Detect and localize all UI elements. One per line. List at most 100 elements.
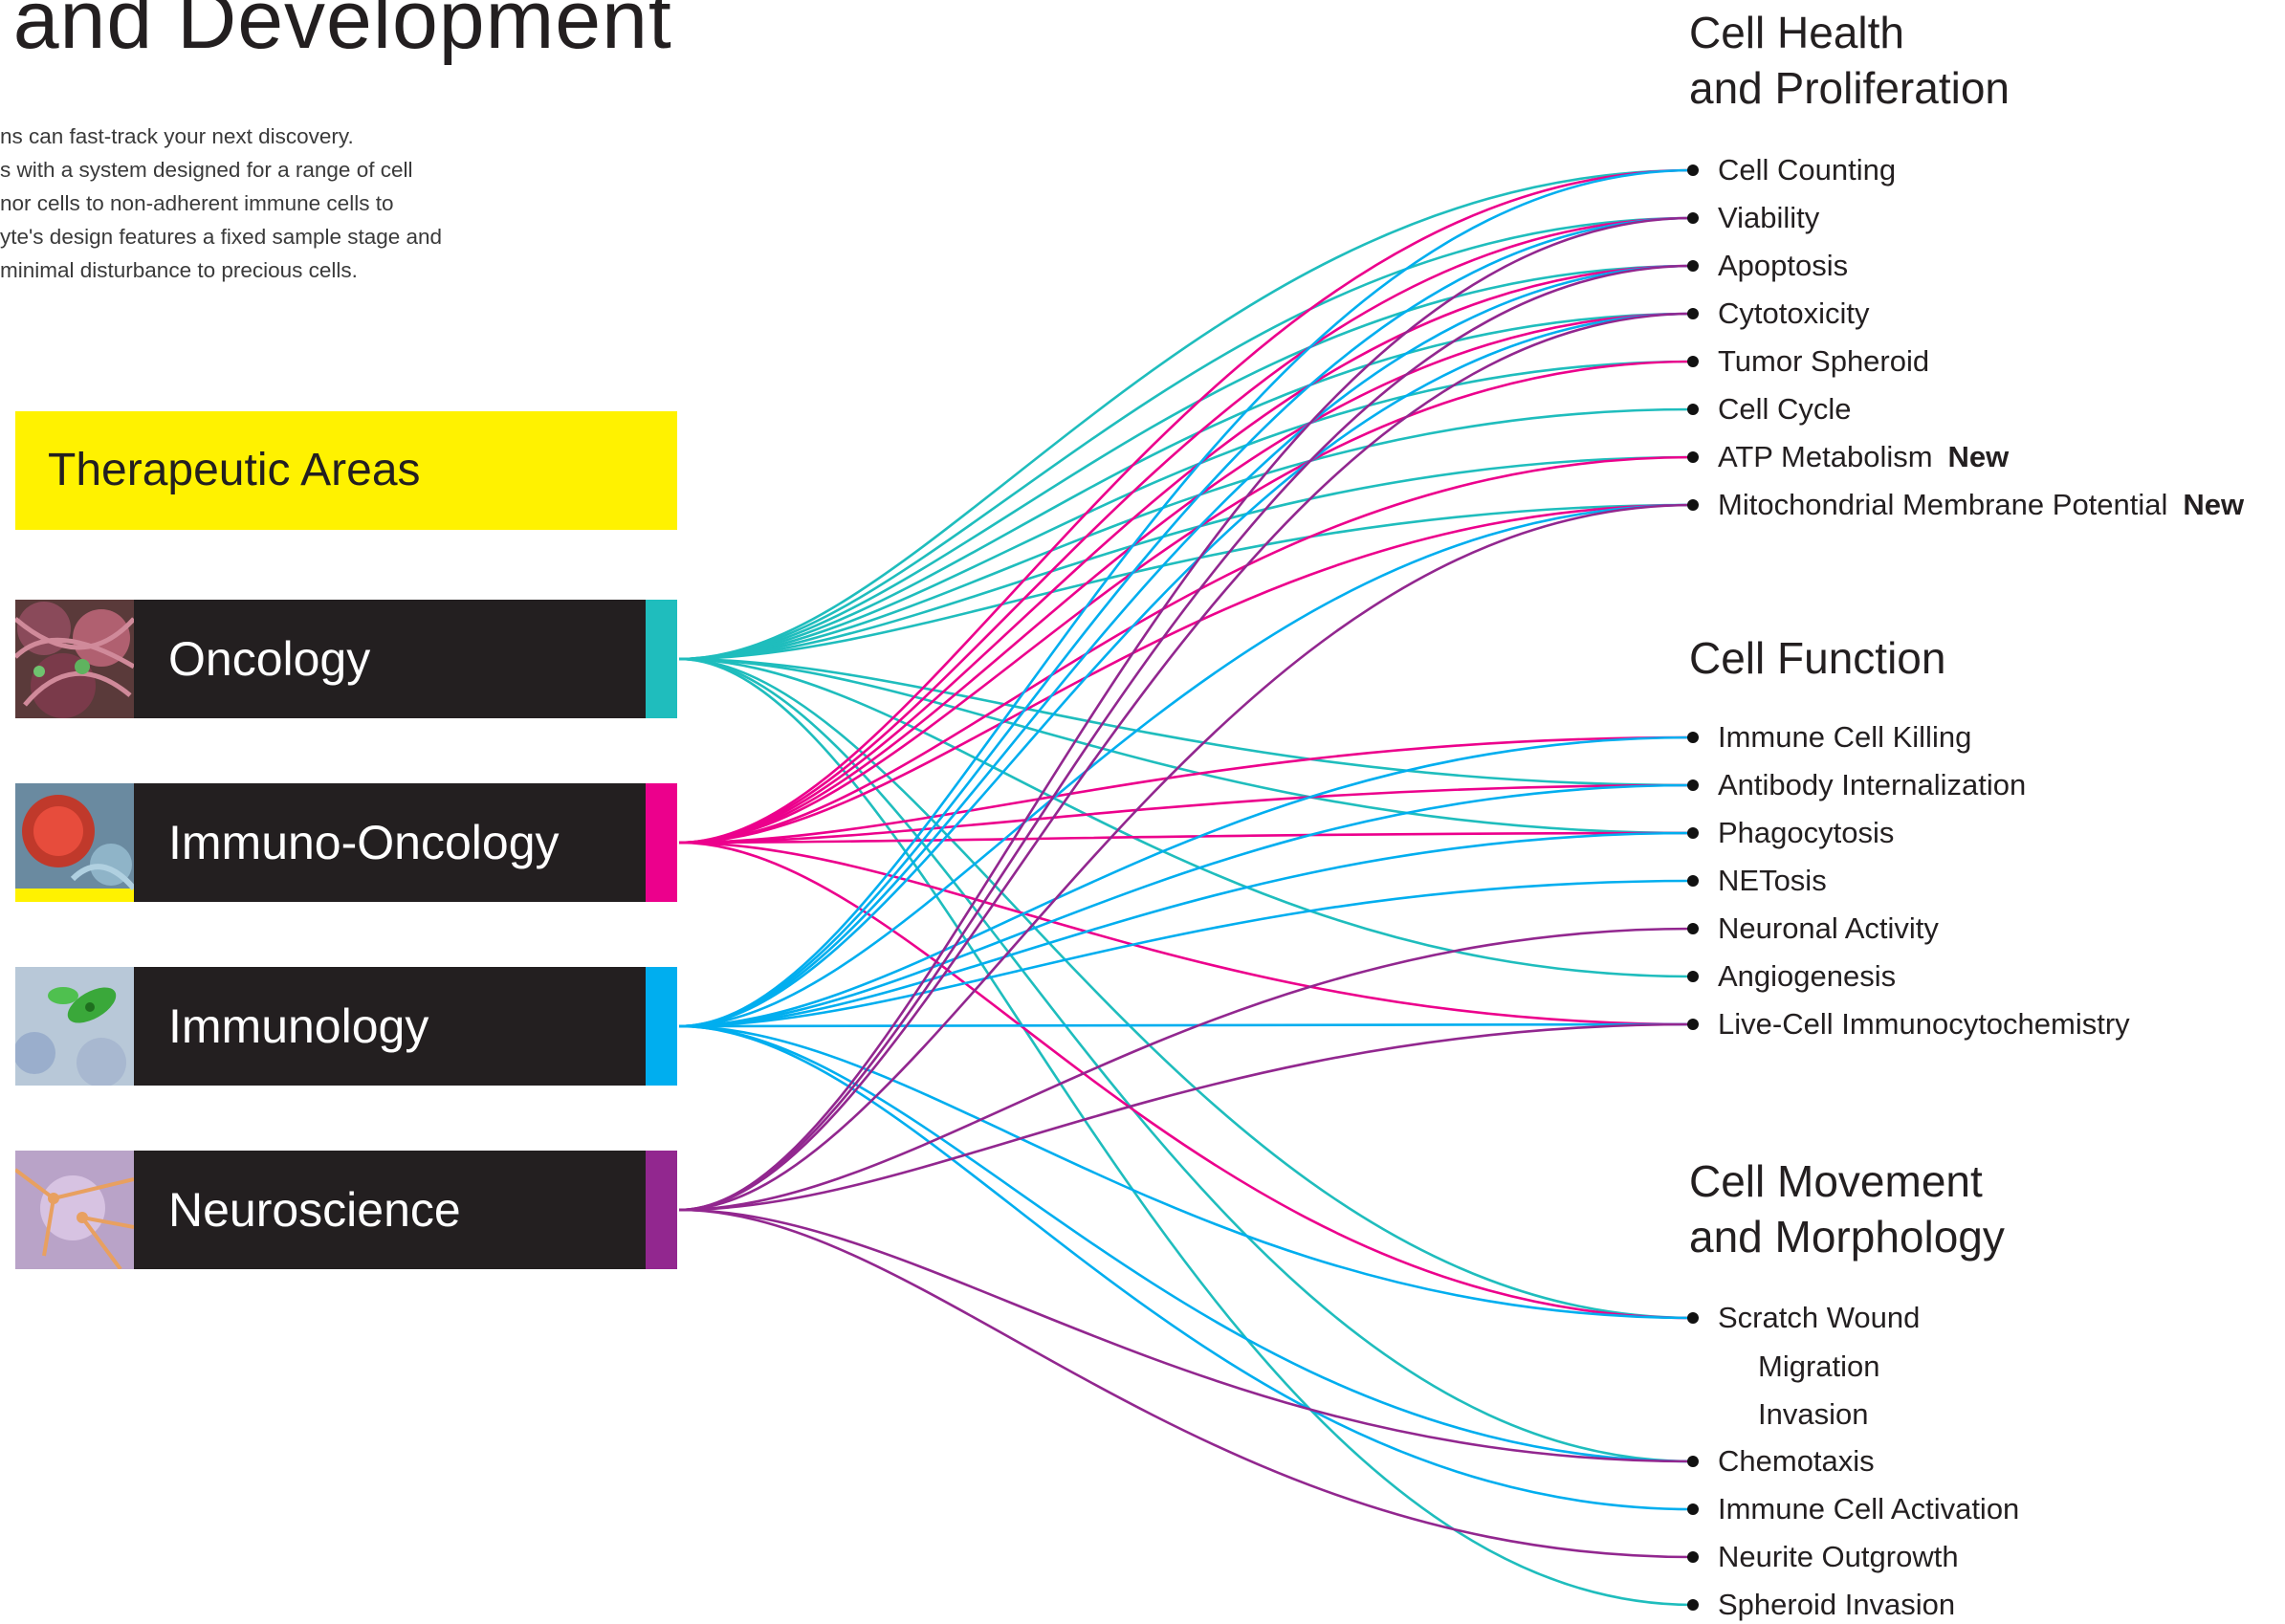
- connection-line: [678, 264, 1694, 845]
- assay-item[interactable]: NETosis: [1718, 862, 1827, 900]
- connection-line: [678, 927, 1694, 1212]
- scratch-wound-subitem[interactable]: Invasion: [1758, 1397, 1869, 1431]
- immune-cell-image: [15, 783, 134, 902]
- group-cell-function-title: Cell Function: [1689, 630, 1945, 686]
- connection-line: [678, 503, 1694, 661]
- intro-line: yte's design features a fixed sample sta…: [0, 225, 443, 249]
- assay-label: Angiogenesis: [1718, 959, 1897, 993]
- area-immunology[interactable]: Immunology: [15, 967, 677, 1086]
- assay-item[interactable]: Cell Cycle: [1718, 390, 1852, 428]
- connection-line: [678, 841, 1694, 1320]
- connection-line: [678, 312, 1694, 1028]
- bullet-dot: [1687, 1551, 1699, 1563]
- area-color-stripe: [646, 967, 677, 1086]
- bullet-dot: [1687, 308, 1699, 319]
- connection-line: [678, 503, 1694, 845]
- page-title: n and Development: [0, 0, 672, 66]
- assay-item[interactable]: Angiogenesis: [1718, 957, 1896, 996]
- connection-line: [678, 264, 1694, 1212]
- connection-line: [678, 216, 1694, 845]
- bullet-dot: [1687, 923, 1699, 934]
- connection-line: [678, 168, 1694, 845]
- area-oncology[interactable]: Oncology: [15, 600, 677, 718]
- area-color-stripe: [646, 1151, 677, 1269]
- connection-line: [678, 1022, 1694, 1212]
- neuron-image: [15, 1151, 134, 1269]
- connection-line: [678, 264, 1694, 1028]
- assay-item[interactable]: Cell Counting: [1718, 151, 1896, 189]
- area-label: Immuno-Oncology: [168, 816, 560, 869]
- connection-line: [678, 657, 1694, 787]
- assay-label: Neuronal Activity: [1718, 911, 1939, 945]
- connection-line: [678, 360, 1694, 661]
- bullet-dot: [1687, 260, 1699, 272]
- area-label: Immunology: [168, 999, 429, 1053]
- connection-line: [678, 503, 1694, 1212]
- bullet-dot: [1687, 404, 1699, 415]
- assay-item[interactable]: Apoptosis: [1718, 247, 1848, 285]
- area-neuroscience[interactable]: Neuroscience: [15, 1151, 677, 1269]
- assay-item[interactable]: Live-Cell Immunocytochemistry: [1718, 1005, 2130, 1043]
- tumor-tissue-image: [15, 600, 134, 718]
- area-label: Neuroscience: [168, 1183, 461, 1237]
- connection-line: [678, 407, 1694, 661]
- bullet-dot: [1687, 165, 1699, 176]
- group-title-line: Cell Health: [1689, 8, 1904, 57]
- connection-line: [678, 831, 1694, 1028]
- connection-line: [678, 264, 1694, 661]
- assay-item[interactable]: Neuronal Activity: [1718, 910, 1939, 948]
- bullet-dot: [1687, 779, 1699, 791]
- group-cell-health-title: Cell Health and Proliferation: [1689, 5, 2010, 116]
- assay-item[interactable]: Viability: [1718, 199, 1819, 237]
- area-immuno-oncology[interactable]: Immuno-Oncology: [15, 783, 677, 902]
- assay-item[interactable]: Neurite Outgrowth: [1718, 1538, 1959, 1576]
- assay-label: Apoptosis: [1718, 249, 1849, 282]
- assay-item[interactable]: Phagocytosis: [1718, 814, 1894, 852]
- group-title-line: Cell Movement: [1689, 1156, 1983, 1206]
- connection-line: [678, 455, 1694, 661]
- bullet-dot: [1687, 1503, 1699, 1515]
- connection-line: [678, 657, 1694, 835]
- area-color-stripe: [646, 600, 677, 718]
- assay-label: Tumor Spheroid: [1718, 344, 1930, 378]
- connection-line: [678, 783, 1694, 1028]
- assay-label: Mitochondrial Membrane Potential: [1718, 488, 2168, 521]
- intro-line: minimal disturbance to precious cells.: [0, 258, 358, 282]
- area-label: Oncology: [168, 632, 371, 686]
- assay-item[interactable]: Antibody Internalization: [1718, 766, 2026, 804]
- connection-line: [678, 1208, 1694, 1463]
- bacteria-image: [15, 967, 134, 1086]
- assay-label: Neurite Outgrowth: [1718, 1540, 1959, 1573]
- assay-label: Phagocytosis: [1718, 816, 1895, 849]
- assay-item[interactable]: Scratch Wound: [1718, 1299, 1920, 1337]
- connection-line: [678, 168, 1694, 661]
- connection-line: [678, 216, 1694, 1212]
- bullet-dot: [1687, 1599, 1699, 1611]
- new-badge: New: [1947, 440, 2010, 473]
- connection-line: [678, 1024, 1694, 1320]
- group-title-line: and Morphology: [1689, 1212, 2005, 1262]
- assay-item[interactable]: Chemotaxis: [1718, 1442, 1875, 1481]
- assay-item[interactable]: Cytotoxicity: [1718, 295, 1869, 333]
- assay-item[interactable]: Immune Cell Activation: [1718, 1490, 2019, 1528]
- connection-line: [678, 657, 1694, 978]
- assay-label: Cell Cycle: [1718, 392, 1852, 426]
- group-cell-movement-title: Cell Movement and Morphology: [1689, 1153, 2005, 1264]
- bullet-dot: [1687, 875, 1699, 887]
- bullet-dot: [1687, 1312, 1699, 1324]
- connection-line: [678, 216, 1694, 1028]
- scratch-wound-subitem[interactable]: Migration: [1758, 1350, 1880, 1383]
- connection-line: [678, 1208, 1694, 1559]
- connection-line: [678, 1024, 1694, 1463]
- connection-line: [678, 1024, 1694, 1511]
- assay-item[interactable]: Immune Cell Killing: [1718, 718, 1971, 757]
- connection-line: [678, 1022, 1694, 1028]
- assay-item[interactable]: Tumor Spheroid: [1718, 342, 1929, 381]
- group-title-line: and Proliferation: [1689, 63, 2010, 113]
- assay-item[interactable]: Spheroid Invasion: [1718, 1586, 1955, 1624]
- therapeutic-areas-title: Therapeutic Areas: [48, 445, 421, 495]
- bullet-dot: [1687, 212, 1699, 224]
